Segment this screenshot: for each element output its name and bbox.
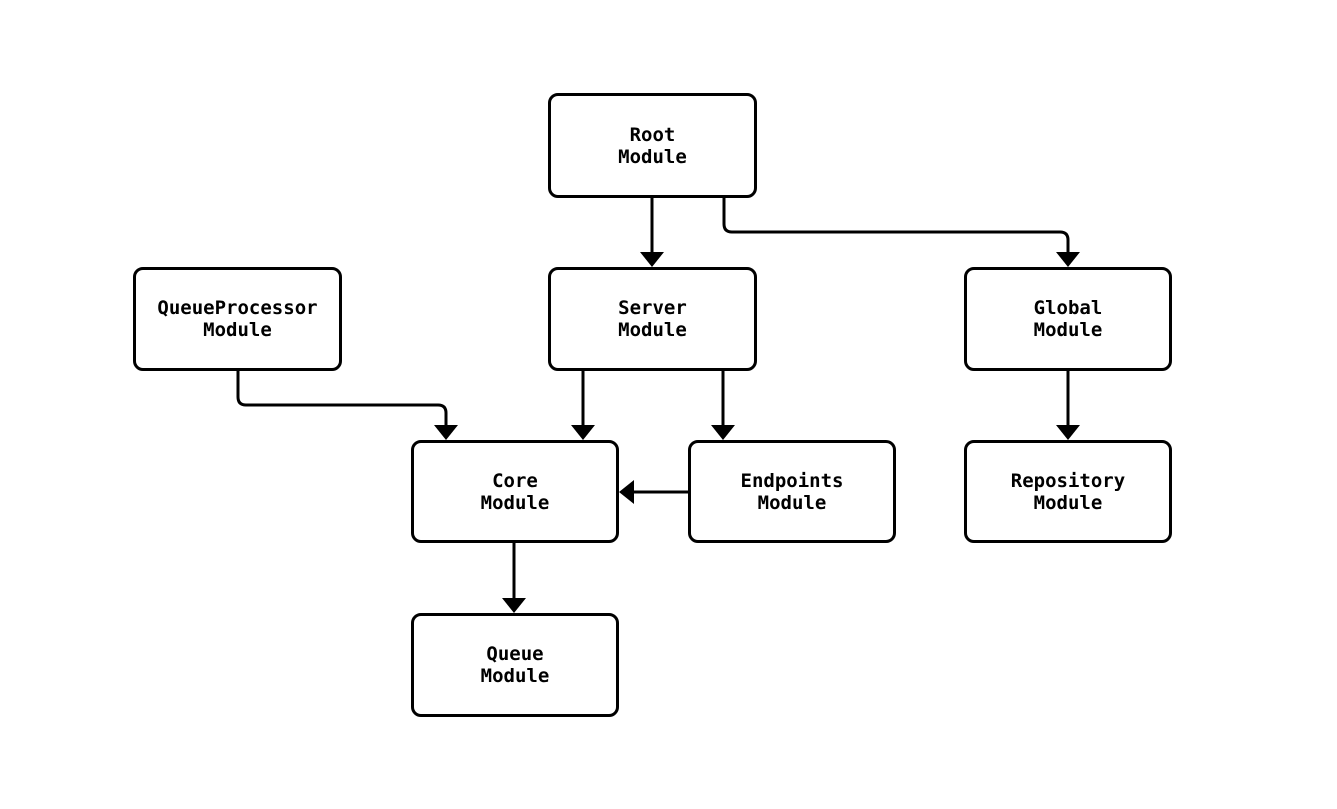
- node-label-line: Module: [1033, 491, 1103, 514]
- arrowhead-root-server: [640, 252, 664, 267]
- arrowhead-root-global: [1056, 252, 1080, 267]
- arrowhead-endpoints-core: [619, 480, 634, 504]
- node-label-line: Module: [1033, 319, 1103, 341]
- node-queue-module: Queue Module: [411, 613, 619, 717]
- arrowhead-core-queue: [502, 598, 526, 613]
- arrowhead-global-repository: [1056, 425, 1080, 440]
- node-label-line: Endpoints: [740, 469, 844, 492]
- node-queueprocessor-module: QueueProcessor Module: [133, 267, 342, 371]
- node-repository-module: Repository Module: [964, 440, 1172, 543]
- node-label-line: Core: [492, 469, 538, 492]
- node-label-line: Module: [203, 319, 272, 341]
- node-label-line: Repository: [1010, 469, 1126, 492]
- node-label-line: Module: [757, 491, 827, 514]
- node-endpoints-module: Endpoints Module: [688, 440, 896, 543]
- node-core-module: Core Module: [411, 440, 619, 543]
- node-root-module: Root Module: [548, 93, 757, 198]
- arrowhead-server-endpoints: [711, 425, 735, 440]
- node-label-line: Module: [480, 491, 550, 514]
- edge-queueprocessor-core: [236, 371, 448, 431]
- node-label-line: Module: [618, 319, 687, 341]
- node-label-line: QueueProcessor: [157, 297, 318, 319]
- node-label-line: Server: [618, 297, 687, 319]
- node-label-line: Global: [1033, 297, 1103, 319]
- node-label-line: Module: [618, 145, 687, 168]
- node-global-module: Global Module: [964, 267, 1172, 371]
- arrowhead-queueprocessor-core: [434, 425, 458, 440]
- node-label-line: Module: [480, 665, 550, 687]
- node-server-module: Server Module: [548, 267, 757, 371]
- edge-root-global: [722, 198, 1070, 258]
- arrowhead-server-core: [571, 425, 595, 440]
- node-label-line: Queue: [486, 643, 544, 665]
- node-label-line: Root: [629, 123, 676, 146]
